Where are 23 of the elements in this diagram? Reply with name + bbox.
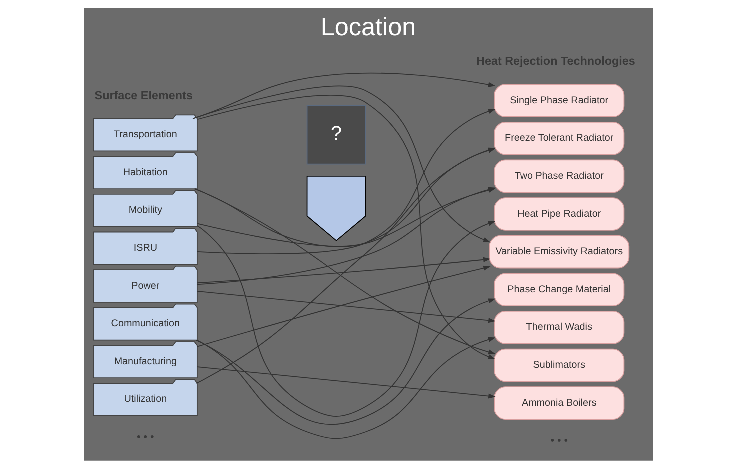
arrow — [196, 337, 496, 440]
node-box: Heat Pipe Radiator — [494, 198, 625, 231]
arrow — [197, 290, 496, 324]
node-box: Variable Emissivity Radiators — [489, 235, 630, 269]
node-box: Phase Change Material — [494, 273, 625, 307]
label: • • • — [137, 431, 154, 444]
arrow — [192, 86, 491, 243]
node-box: Thermal Wadis — [494, 311, 625, 344]
arrow — [197, 221, 496, 418]
node-box: Freeze Tolerant Radiator — [494, 122, 625, 156]
node-box: Sublimators — [494, 348, 625, 382]
arrow — [197, 366, 496, 399]
arrow — [197, 266, 491, 348]
arrow — [197, 257, 491, 284]
node-box: Single Phase Radiator — [494, 84, 625, 118]
node-box: Ammonia Boilers — [494, 386, 625, 420]
arrow — [193, 72, 496, 120]
node-box: Two Phase Radiator — [494, 160, 625, 194]
node-box: ? — [306, 105, 366, 165]
node-arrow — [306, 176, 366, 242]
diagram-title: Location — [320, 13, 416, 42]
arrow — [196, 298, 496, 426]
label: • • • — [550, 434, 568, 447]
